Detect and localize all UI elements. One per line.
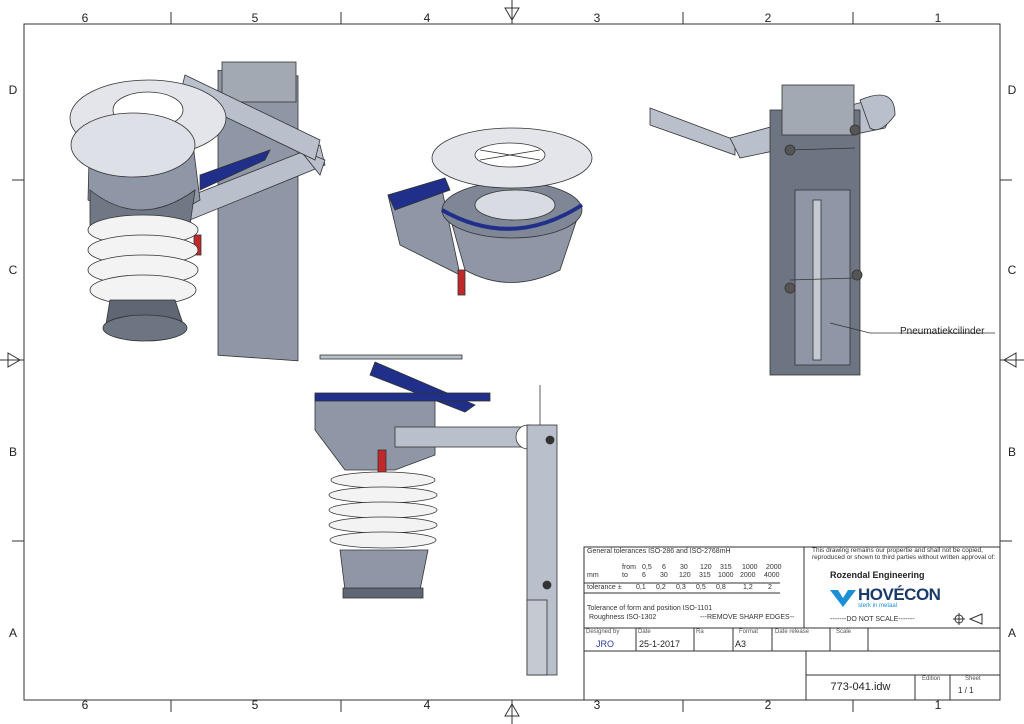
view-isometric-left — [69, 61, 326, 362]
title-block-grid — [583, 546, 1001, 701]
zone-column-label: 3 — [593, 11, 601, 25]
to-value: 1000 — [718, 572, 734, 579]
to-value: 6 — [642, 572, 646, 579]
to-value: 315 — [699, 572, 711, 579]
drawing-filename: 773-041.idw — [830, 681, 891, 693]
from-value: 120 — [700, 564, 712, 571]
zone-row-label: D — [1007, 83, 1017, 97]
zone-column-label: 1 — [934, 698, 942, 712]
zone-column-label: 2 — [764, 698, 772, 712]
designed-by-label: Designed by — [586, 629, 620, 635]
zone-row-label: B — [1007, 445, 1016, 459]
from-value: 1000 — [742, 564, 758, 571]
to-value: 120 — [679, 572, 691, 579]
hovecon-logo-icon — [830, 590, 856, 607]
zone-column-label: 4 — [423, 698, 431, 712]
ownership-notice: This drawing remains our propertie and s… — [812, 547, 996, 561]
zone-column-label: 6 — [81, 11, 89, 25]
from-value: 30 — [680, 564, 688, 571]
sheet-value: 1 / 1 — [958, 686, 974, 695]
to-value: 2000 — [740, 572, 756, 579]
zone-column-label: 4 — [423, 11, 431, 25]
date-label: Date — [638, 629, 651, 635]
tolerance-value: 0,3 — [676, 584, 686, 591]
zone-row-label: C — [1007, 263, 1017, 277]
from-value: 0,5 — [642, 564, 652, 571]
to-value: 4000 — [764, 572, 780, 579]
zone-column-label: 1 — [934, 11, 942, 25]
view-front-bottom — [314, 354, 558, 676]
projection-symbol-icon — [953, 613, 983, 625]
date-value: 25-1-2017 — [639, 639, 681, 649]
tolerance-value: 0,1 — [636, 584, 646, 591]
tolerance-value: 2 — [768, 584, 772, 591]
tolerance-value: 0,5 — [696, 584, 706, 591]
format-label: Format — [739, 629, 759, 635]
tolerance-value: 0,2 — [656, 584, 666, 591]
ra-label: Ra — [696, 629, 704, 635]
logo-tagline: sterk in metaal — [858, 603, 898, 609]
format-value: A3 — [735, 639, 747, 649]
do-not-scale-note: -------DO NOT SCALE------- — [830, 616, 915, 623]
hovecon-logo: HOVÉCON — [858, 585, 941, 604]
zone-column-label: 5 — [251, 11, 259, 25]
centering-arrows — [7, 7, 1017, 717]
tolerances-title: General tolerances ISO-286 and ISO-2768m… — [587, 548, 731, 555]
from-value: 2000 — [766, 564, 782, 571]
sharp-edges-note: ---REMOVE SHARP EDGES-- — [700, 614, 795, 621]
zone-row-label: C — [8, 263, 18, 277]
company-name: Rozendal Engineering — [830, 570, 925, 580]
zone-row-label: D — [8, 83, 18, 97]
tolerance-value: 1,2 — [743, 584, 753, 591]
from-label: from — [622, 564, 636, 571]
zone-column-label: 3 — [593, 698, 601, 712]
sheet-label: Sheet — [965, 676, 981, 682]
from-value: 315 — [720, 564, 732, 571]
designed-by-value: JRO — [596, 639, 614, 649]
pneumatic-cylinder-callout: Pneumatiekcilinder — [900, 326, 985, 337]
form-position-note: Tolerance of form and position ISO-1101 — [587, 605, 713, 612]
from-value: 6 — [662, 564, 666, 571]
zone-column-label: 6 — [81, 698, 89, 712]
view-rear-right — [649, 84, 995, 376]
edition-label: Edition — [922, 676, 941, 682]
zone-row-label: A — [8, 626, 17, 640]
date-release-label: Date release — [775, 629, 810, 635]
zone-row-label: B — [8, 445, 17, 459]
to-label: to — [622, 572, 628, 579]
zone-row-label: A — [1007, 626, 1016, 640]
scale-label: Scale — [836, 629, 852, 635]
view-isometric-center — [387, 127, 593, 296]
tolerance-label: tolerance ± — [587, 584, 622, 591]
to-value: 30 — [660, 572, 668, 579]
zone-column-label: 2 — [764, 11, 772, 25]
roughness-note: Roughness ISO-1302 — [589, 614, 657, 621]
unit-label: mm — [587, 572, 599, 579]
zone-column-label: 5 — [251, 698, 259, 712]
tolerance-value: 0,8 — [716, 584, 726, 591]
